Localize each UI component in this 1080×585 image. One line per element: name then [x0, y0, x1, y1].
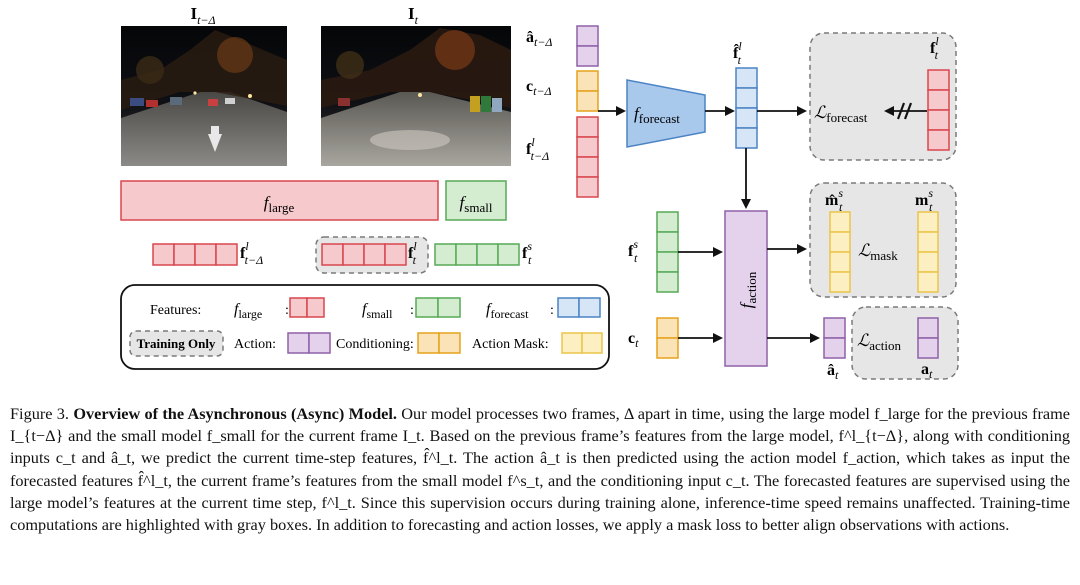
svg-text:Conditioning:: Conditioning: — [336, 337, 414, 352]
svg-text:fsmall: fsmall — [362, 301, 393, 321]
svg-text:flt−Δ: flt−Δ — [240, 239, 263, 267]
caption-body: Our model processes two frames, Δ apart … — [10, 404, 1070, 535]
svg-text:Training Only: Training Only — [137, 336, 216, 351]
svg-text:flt: flt — [408, 239, 417, 267]
action-in-small-stack — [656, 211, 679, 293]
training-only-badge — [129, 330, 224, 357]
input-stack — [576, 25, 599, 198]
action-model: faction — [724, 210, 768, 367]
svg-text:fst: fst — [522, 239, 532, 267]
svg-text:Features:: Features: — [150, 303, 201, 318]
forecast-model: fforecast — [626, 79, 706, 148]
cond-stack — [656, 317, 679, 359]
large-model-bar: flarge — [120, 180, 439, 221]
svg-text:ℒforecast: ℒforecast — [814, 103, 868, 125]
svg-text::: : — [410, 303, 414, 318]
svg-text:ât: ât — [827, 362, 839, 382]
forecast-out-stack — [735, 67, 758, 149]
svg-text:Action:: Action: — [234, 337, 276, 352]
svg-text:ℒmask: ℒmask — [858, 241, 898, 263]
svg-text:m̂st: m̂st — [825, 186, 843, 214]
label-a-prev: ât−Δ — [526, 29, 552, 49]
label-c-prev: ct−Δ — [526, 78, 552, 98]
svg-text:mst: mst — [915, 186, 933, 214]
frame-title-cur: It — [408, 4, 419, 27]
svg-text:flarge: flarge — [264, 193, 295, 215]
caption-title: Overview of the Asynchronous (Async) Mod… — [73, 404, 397, 423]
svg-text:fforecast: fforecast — [634, 104, 680, 126]
svg-text:at: at — [921, 361, 933, 381]
action-pred: ât — [823, 317, 846, 382]
label-cond: ct — [628, 330, 639, 350]
svg-text:fforecast: fforecast — [486, 301, 529, 321]
svg-text:fsmall: fsmall — [460, 193, 493, 215]
svg-text::: : — [550, 303, 554, 318]
frame-image-prev — [121, 26, 287, 166]
action-loss-box: ℒaction at — [851, 306, 959, 381]
svg-text::: : — [285, 303, 289, 318]
small-model-bar: fsmall — [445, 180, 507, 221]
svg-text:ℒaction: ℒaction — [857, 331, 902, 353]
svg-text:flarge: flarge — [234, 301, 262, 321]
caption-figure-num: Figure 3. — [10, 404, 70, 423]
svg-text:Action Mask:: Action Mask: — [472, 337, 549, 352]
frame-image-cur — [321, 26, 511, 166]
svg-text:faction: faction — [737, 271, 759, 308]
frame-title-prev: It−Δ — [190, 4, 215, 27]
figure-caption: Figure 3. Overview of the Asynchronous (… — [10, 403, 1070, 536]
legend: Features: flarge : fsmall : fforecast : … — [120, 284, 610, 370]
